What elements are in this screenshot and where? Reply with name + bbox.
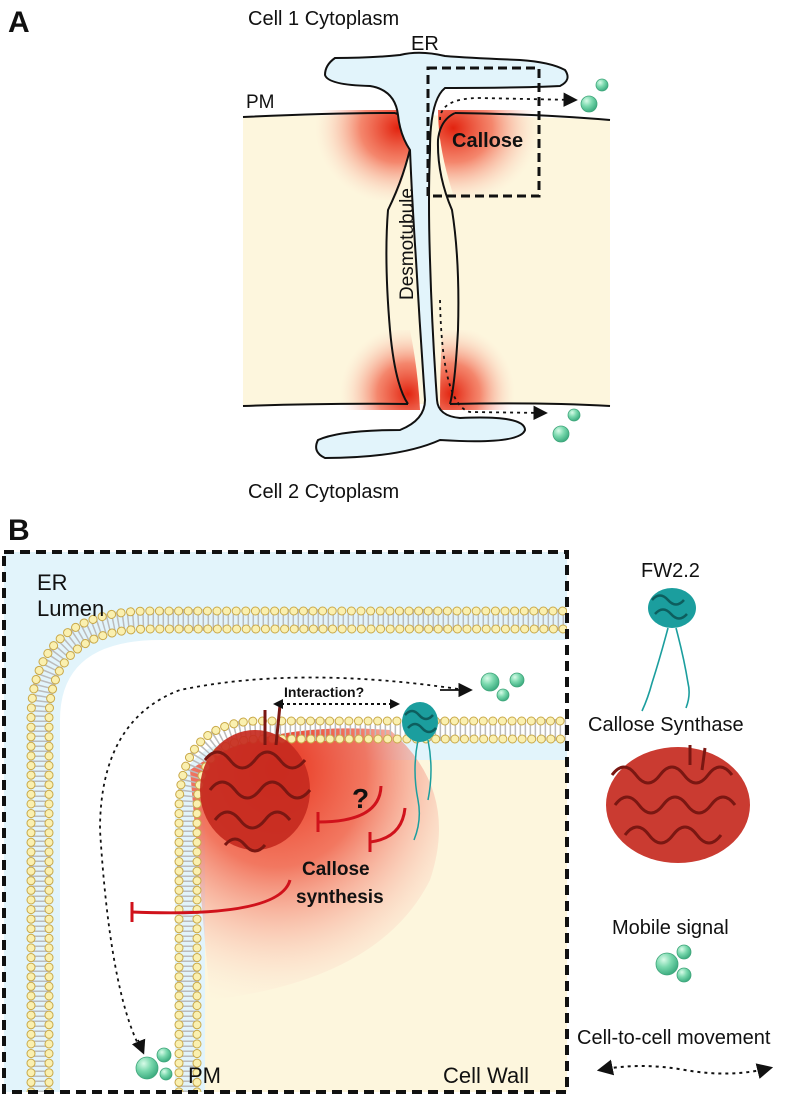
mobile-signal-a-top xyxy=(580,78,609,113)
mobile-signal-b-bottom xyxy=(135,1047,173,1081)
pm-line-top-left xyxy=(242,112,396,118)
legend-movement-label: Cell-to-cell movement xyxy=(577,1027,771,1049)
callose-synthesis-line2: synthesis xyxy=(296,887,384,908)
question-mark: ? xyxy=(352,783,369,814)
callose-synthase-icon xyxy=(200,704,312,853)
mobile-signal-b-top xyxy=(480,672,525,702)
callose-deposit-bottom-left xyxy=(340,330,420,410)
fw22-membrane-icon xyxy=(402,702,438,841)
er-membrane-bilayer xyxy=(26,606,567,1092)
callose-synthase-legend-icon xyxy=(606,745,750,863)
desmotubule-label: Desmotubule xyxy=(397,188,418,300)
pm-label-a: PM xyxy=(246,92,275,113)
callose-label-a: Callose xyxy=(452,130,523,152)
legend: FW2.2 Callose Synthase Mobile signal Cel… xyxy=(577,560,774,1079)
interaction-label: Interaction? xyxy=(284,684,364,700)
legend-callose-synthase-label: Callose Synthase xyxy=(588,714,744,736)
panel-b-letter: B xyxy=(8,514,30,547)
cell2-cytoplasm-label: Cell 2 Cytoplasm xyxy=(248,481,399,503)
zoom-panel-border xyxy=(2,550,569,1094)
er-lumen-line1: ER xyxy=(37,570,68,595)
panel-a: A Cell 1 Cytoplasm ER PM Callose Desmotu… xyxy=(8,6,611,503)
legend-fw22-label: FW2.2 xyxy=(641,560,700,582)
panel-a-letter: A xyxy=(8,6,30,39)
er-lumen-line2: Lumen xyxy=(37,596,104,621)
zoom-box xyxy=(426,66,541,198)
channel-wall-right xyxy=(436,112,460,405)
legend-mobile-signal-label: Mobile signal xyxy=(612,917,729,939)
pm-line-bottom-right xyxy=(449,402,611,407)
fw22-protein-icon xyxy=(641,588,696,712)
cell1-cytoplasm-label: Cell 1 Cytoplasm xyxy=(248,8,399,30)
movement-arrow-a-bottom xyxy=(439,299,548,421)
er-label-a: ER xyxy=(411,33,439,55)
pm-line-bottom-left xyxy=(242,402,409,407)
panel-b: B xyxy=(2,514,569,1094)
inhibition-arrows xyxy=(130,785,407,922)
movement-arrow-b-head-bottom xyxy=(131,1038,146,1055)
cytoplasm-channel xyxy=(60,640,567,1092)
callose-deposit-top-left xyxy=(315,110,413,200)
movement-arrow-a-top xyxy=(439,92,578,121)
er-desmotubule-shape xyxy=(315,51,569,460)
movement-arrow-b-path xyxy=(99,676,466,1049)
callose-deposit-top-right xyxy=(438,110,540,200)
bidirectional-arrow-icon xyxy=(596,1059,774,1079)
callose-synthesis-line1: Callose xyxy=(302,859,370,880)
pm-line-top-right xyxy=(454,112,611,121)
cell-wall-label: Cell Wall xyxy=(443,1063,529,1088)
pm-label-b: PM xyxy=(188,1063,221,1088)
mobile-signal-a-bottom xyxy=(552,408,581,443)
mobile-signal-icon xyxy=(655,944,692,983)
callose-deposit-bottom-right xyxy=(440,330,515,410)
